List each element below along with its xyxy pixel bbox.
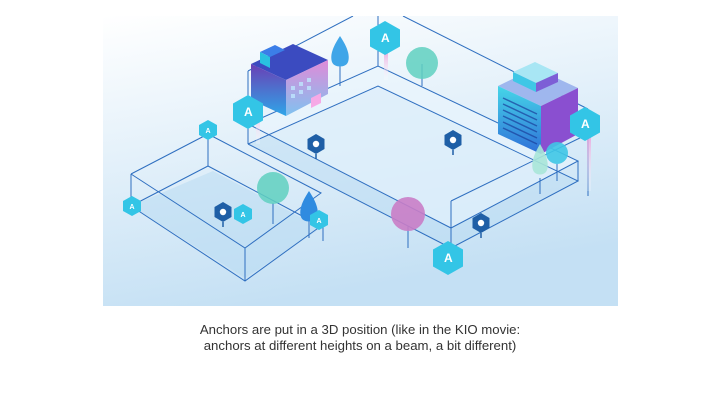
tree-icon [546, 142, 568, 181]
location-pin-icon [472, 213, 490, 238]
anchor-letter: A [244, 105, 253, 119]
anchor-letter: A [444, 251, 453, 265]
building-right-icon [498, 62, 578, 154]
location-pin-icon [214, 202, 232, 227]
anchor-hexagon-icon: A [234, 204, 252, 224]
caption-line-1: Anchors are put in a 3D position (like i… [199, 322, 521, 337]
tree-icon [331, 36, 349, 86]
anchor-hexagon-icon: A [433, 241, 463, 275]
tree-icon [391, 197, 425, 248]
anchor-letter: A [241, 212, 246, 219]
anchors-3d-illustration: A A A A A A A [103, 16, 618, 306]
large-area-box [247, 16, 589, 249]
anchor-letter: A [206, 128, 211, 135]
anchor-hexagon-icon: A [233, 95, 263, 129]
anchor-letter: A [381, 31, 390, 45]
anchor-letter: A [130, 204, 135, 211]
location-pin-icon [444, 130, 462, 155]
anchor-hexagon-icon: A [370, 21, 400, 55]
slide-caption: Anchors are put in a 3D position (like i… [110, 322, 610, 354]
tree-icon [257, 172, 289, 224]
caption-line-2: anchors at different heights on a beam, … [203, 338, 517, 353]
anchor-hexagon-icon: A [570, 107, 600, 141]
anchor-letter: A [581, 117, 590, 131]
location-pin-icon [307, 134, 325, 159]
anchor-hexagon-icon: A [310, 210, 328, 230]
anchor-letter: A [317, 218, 322, 225]
tree-icon [406, 47, 438, 86]
anchor-hexagon-icon: A [199, 120, 217, 140]
tree-icon [532, 144, 548, 194]
anchor-hexagon-icon: A [123, 196, 141, 216]
